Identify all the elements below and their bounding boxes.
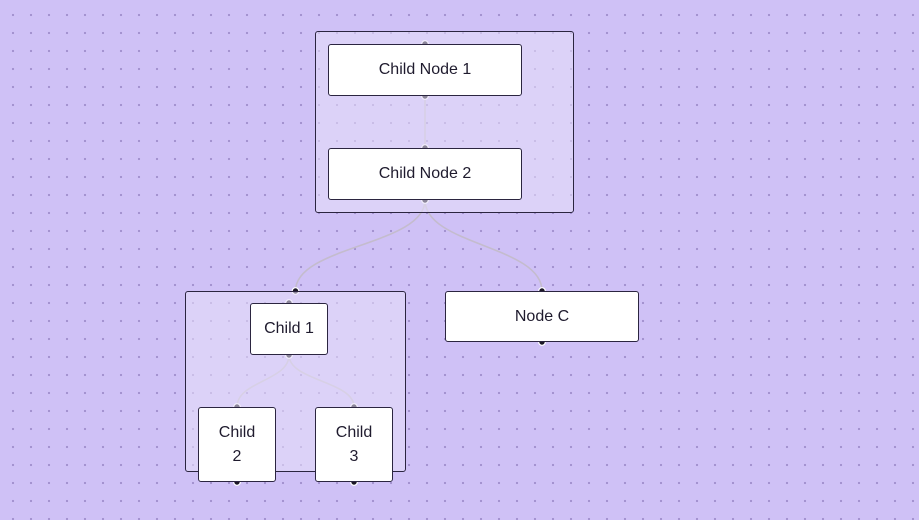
node-label: Child 2 [218, 423, 256, 465]
node-label: Child 1 [264, 320, 314, 337]
node-child-2[interactable]: Child 2 [198, 407, 276, 482]
node-child-node-2[interactable]: Child Node 2 [328, 148, 522, 200]
node-label: Node C [514, 307, 570, 325]
node-child-3[interactable]: Child 3 [315, 407, 393, 482]
edge-child-node-2-to-group-bottom[interactable] [294, 199, 426, 292]
edge-child-node-2-to-node-c[interactable] [424, 199, 543, 292]
node-label: Child Node 1 [378, 61, 472, 78]
node-label: Child Node 2 [378, 165, 472, 182]
node-child-1[interactable]: Child 1 [250, 303, 328, 355]
node-label: Child 3 [335, 423, 373, 465]
node-node-c[interactable]: Node C [445, 291, 639, 342]
node-child-node-1[interactable]: Child Node 1 [328, 44, 522, 96]
